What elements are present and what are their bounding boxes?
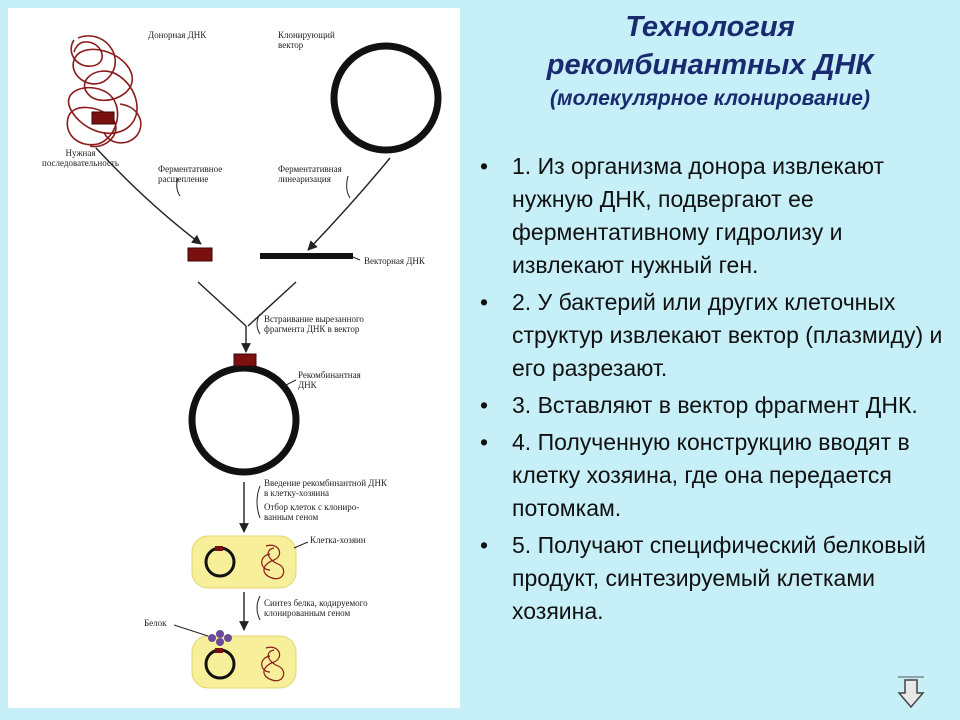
host-cell-1 — [191, 535, 297, 589]
host-cell-2-insert — [215, 648, 223, 653]
label-enzymatic-cleavage: Ферментативное расщепление — [158, 164, 223, 184]
label-protein: Белок — [144, 618, 167, 628]
down-arrow-icon — [897, 676, 925, 709]
step-text: 4. Полученную конструкцию вводят в клетк… — [512, 429, 910, 521]
cloning-diagram-graphic — [66, 35, 442, 689]
insertion-label-pointer — [256, 313, 261, 335]
cloning-diagram: Донорная ДНК Клонирующий вектор Нужная п… — [8, 8, 460, 708]
transformation-label-pointer — [256, 485, 261, 519]
host-cell-1-insert — [215, 546, 223, 551]
bullet: • — [480, 429, 489, 455]
steps-list: • 1. Из организма донора извлекают нужную… — [478, 150, 948, 632]
recombinant-label-pointer — [283, 379, 297, 387]
step-item: • 5. Получают специфический белковый прод… — [478, 529, 948, 628]
protein-icon — [208, 630, 232, 646]
label-vector-dna: Векторная ДНК — [364, 256, 425, 266]
cleavage-arrow — [95, 147, 202, 245]
title-line-2: рекомбинантных ДНК — [546, 49, 874, 81]
host-cell-2-chromosome — [261, 646, 285, 682]
host-cell-label-pointer — [293, 541, 309, 549]
step-item: • 4. Полученную конструкцию вводят в клет… — [478, 426, 948, 525]
gene-fragment — [187, 247, 213, 262]
step-item: • 2. У бактерий или других клеточных стру… — [478, 286, 948, 385]
step-item: • 1. Из организма донора извлекают нужную… — [478, 150, 948, 282]
vector-label-pointer — [352, 256, 361, 261]
cloning-vector-circle — [330, 42, 442, 154]
recombinant-insert — [233, 353, 257, 367]
label-recombinant-dna: Рекомбинантная ДНК — [298, 370, 361, 390]
step-item: • 3. Вставляют в вектор фрагмент ДНК. — [478, 389, 948, 422]
label-introduction: Введение рекомбинантной ДНК в клетку-хоз… — [264, 478, 387, 498]
label-cloning-vector: Клонирующий вектор — [278, 30, 335, 50]
protein-label-pointer — [173, 624, 209, 637]
slide-title: Технология рекомбинантных ДНК (молекуляр… — [470, 8, 950, 114]
label-needed-sequence: Нужная последовательность — [42, 148, 119, 168]
bullet: • — [480, 153, 489, 179]
label-enzymatic-linearization: Ферментативная линеаризация — [278, 164, 342, 184]
label-protein-synthesis: Синтез белка, кодируемого клонированным … — [264, 598, 368, 618]
step-text: 1. Из организма донора извлекают нужную … — [512, 153, 884, 278]
bullet: • — [480, 289, 489, 315]
title-line-1: Технология — [625, 11, 795, 43]
next-slide-button[interactable] — [896, 676, 926, 710]
host-cell-1-chromosome — [261, 544, 285, 580]
label-donor-dna: Донорная ДНК — [148, 30, 207, 40]
step-text: 3. Вставляют в вектор фрагмент ДНК. — [512, 392, 918, 418]
label-insertion: Встраивание вырезанного фрагмента ДНК в … — [264, 314, 364, 334]
linearization-label-pointer — [346, 175, 351, 199]
linearization-arrow — [307, 157, 391, 251]
label-host-cell: Клетка-хозяин — [310, 535, 366, 545]
bullet: • — [480, 392, 489, 418]
join-right-line — [247, 281, 297, 327]
recombinant-dna-circle — [188, 364, 300, 476]
needed-sequence-marker — [91, 111, 115, 125]
step-text: 2. У бактерий или других клеточных струк… — [512, 289, 943, 381]
step-text: 5. Получают специфический белковый проду… — [512, 532, 926, 624]
title-line-3: (молекулярное клонирование) — [550, 87, 870, 110]
synthesis-label-pointer — [256, 595, 261, 621]
donor-dna-tangle — [66, 35, 142, 148]
join-left-line — [197, 281, 247, 327]
bullet: • — [480, 532, 489, 558]
cleavage-label-pointer — [176, 177, 181, 197]
label-selection: Отбор клеток с клониро- ванным геном — [264, 502, 360, 522]
